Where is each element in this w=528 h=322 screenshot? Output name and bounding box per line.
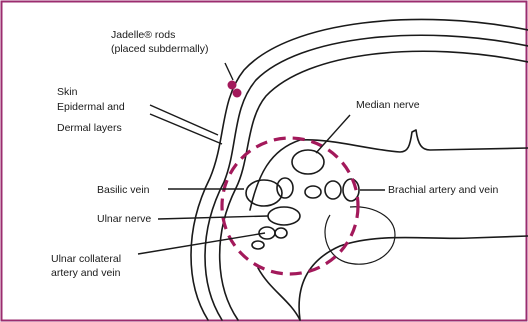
ulnar-collateral-label-line1: Ulnar collateral <box>51 253 121 265</box>
jadelle-rod-2 <box>233 89 242 98</box>
jadelle-label-line2: (placed subdermally) <box>111 43 208 55</box>
skin-label: Skin <box>57 86 78 98</box>
jadelle-label-line1: Jadelle® rods <box>111 29 175 41</box>
dermal-label: Dermal layers <box>57 122 122 134</box>
basilic-vein-label: Basilic vein <box>97 184 150 196</box>
epidermal-label: Epidermal and <box>57 101 125 113</box>
median-nerve-label: Median nerve <box>356 99 420 111</box>
jadelle-rod-1 <box>228 81 237 90</box>
ulnar-collateral-label-line2: artery and vein <box>51 267 121 279</box>
brachial-label: Brachial artery and vein <box>388 184 498 196</box>
ulnar-nerve-label: Ulnar nerve <box>97 213 151 225</box>
